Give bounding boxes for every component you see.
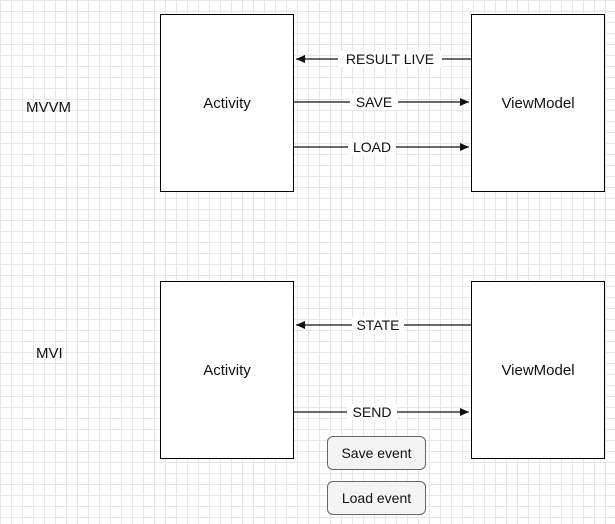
mvvm-viewmodel-box: ViewModel (471, 14, 605, 192)
arrow-send-label: SEND (353, 404, 392, 420)
save-event-pill: Save event (327, 436, 426, 470)
mvi-viewmodel-box: ViewModel (471, 281, 605, 459)
section-label-mvi: MVI (36, 345, 63, 362)
mvi-activity-box: Activity (160, 281, 294, 459)
arrow-send: SEND (294, 404, 469, 420)
mvvm-activity-box: Activity (160, 14, 294, 192)
arrow-save: SAVE (294, 94, 469, 110)
load-event-label: Load event (341, 490, 412, 506)
save-event-label: Save event (341, 445, 412, 461)
arrow-save-label: SAVE (356, 94, 392, 110)
arrow-load-label: LOAD (353, 139, 391, 155)
mvvm-viewmodel-label: ViewModel (501, 94, 575, 112)
mvvm-activity-label: Activity (203, 94, 251, 112)
arrow-result-live-label: RESULT LIVE (346, 51, 434, 67)
load-event-pill: Load event (327, 481, 426, 515)
arrow-state: STATE (296, 317, 471, 333)
section-label-mvvm: MVVM (26, 99, 71, 116)
mvi-activity-label: Activity (203, 361, 251, 379)
arrow-state-label: STATE (356, 317, 399, 333)
mvi-viewmodel-label: ViewModel (501, 361, 575, 379)
arrow-result-live: RESULT LIVE (296, 51, 471, 67)
arrow-load: LOAD (294, 139, 469, 155)
